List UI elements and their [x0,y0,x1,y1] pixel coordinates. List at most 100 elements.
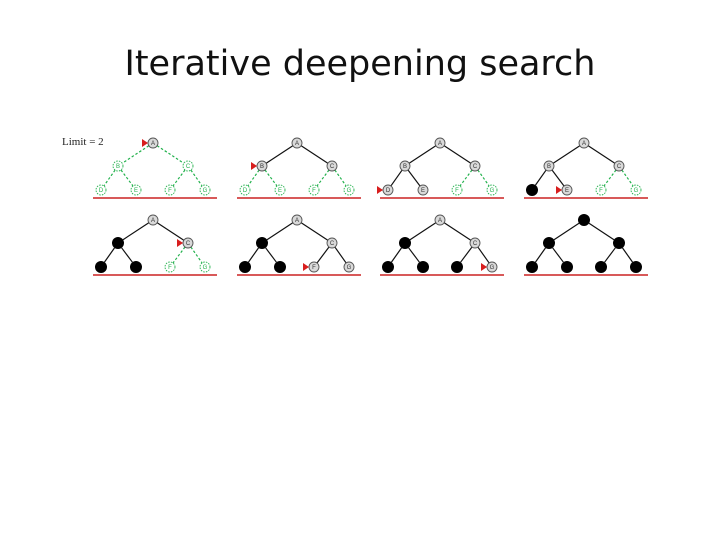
tree-edge [121,145,150,164]
tree-node-a: A [578,137,590,149]
tree-node-b [112,237,124,249]
node-label: B [403,164,407,170]
node-circle [112,237,124,249]
node-circle [199,261,211,273]
tree-node-g: G [199,261,211,273]
node-circle [578,214,590,226]
node-circle [543,237,555,249]
tree-edge [316,246,330,264]
tree-edge [334,246,347,264]
tree-node-d [526,184,538,196]
node-label: F [312,265,316,271]
current-node-pointer [556,186,562,194]
tree-node-a: A [434,214,446,226]
tree-node-d [382,261,394,273]
node-circle [112,160,124,172]
tree-edge [588,222,615,241]
tree-panel-8 [524,214,648,276]
tree-node-d [239,261,251,273]
node-circle [469,237,481,249]
node-label: C [473,164,478,170]
node-label: C [330,164,335,170]
node-label: G [347,188,352,194]
tree-node-c: C [469,237,481,249]
tree-edge [156,222,185,241]
current-node-pointer [142,139,148,147]
node-circle [147,214,159,226]
tree-node-a: A [291,214,303,226]
node-circle [434,214,446,226]
tree-node-d [95,261,107,273]
node-circle [256,237,268,249]
tree-edge [156,145,185,164]
node-label: G [490,188,495,194]
tree-edge [409,222,437,241]
tree-node-c: C [469,160,481,172]
tree-node-c: C [613,160,625,172]
tree-node-b: B [399,160,411,172]
tree-node-e: E [274,184,286,196]
tree-edge [477,246,490,264]
tree-node-g: G [199,184,211,196]
node-label: F [168,188,172,194]
node-circle [291,214,303,226]
node-label: G [634,188,639,194]
node-circle [308,184,320,196]
tree-node-e [274,261,286,273]
tree-node-c: C [182,160,194,172]
tree-edge [300,145,329,164]
tree-node-f: F [451,184,463,196]
tree-edge [407,169,421,187]
tree-node-f: F [164,184,176,196]
node-circle [526,184,538,196]
tree-edge [390,247,403,263]
node-circle [326,237,338,249]
tree-edge [477,169,490,187]
tree-edge [408,145,437,164]
tree-edge [551,169,565,187]
node-label: G [203,265,208,271]
node-circle [291,137,303,149]
tree-edge [460,246,473,263]
tree-edge [443,222,472,241]
node-label: A [151,218,155,224]
tree-node-a: A [147,137,159,149]
node-circle [630,184,642,196]
tree-edge [266,222,294,241]
tree-edge [390,169,403,187]
node-label: E [278,188,282,194]
node-label: A [295,218,299,224]
node-circle [451,261,463,273]
tree-node-b: B [543,160,555,172]
node-label: C [186,164,191,170]
node-label: E [565,188,569,194]
tree-edge [534,247,547,263]
node-label: D [99,188,104,194]
node-circle [630,261,642,273]
tree-edge [334,169,347,187]
tree-edge [265,145,294,164]
tree-edge [172,246,186,264]
node-circle [543,160,555,172]
node-circle [164,261,176,273]
tree-node-e [130,261,142,273]
tree-edge [604,247,616,263]
tree-edge [603,169,617,187]
tree-node-c: C [326,160,338,172]
tree-edge [552,145,581,164]
tree-edge [264,169,278,187]
node-circle [399,160,411,172]
node-label: A [582,141,586,147]
node-circle [199,184,211,196]
tree-edge [621,247,634,263]
tree-edge [534,169,547,186]
node-label: F [455,188,459,194]
node-circle [469,160,481,172]
tree-edge [265,247,277,263]
node-circle [417,261,429,273]
